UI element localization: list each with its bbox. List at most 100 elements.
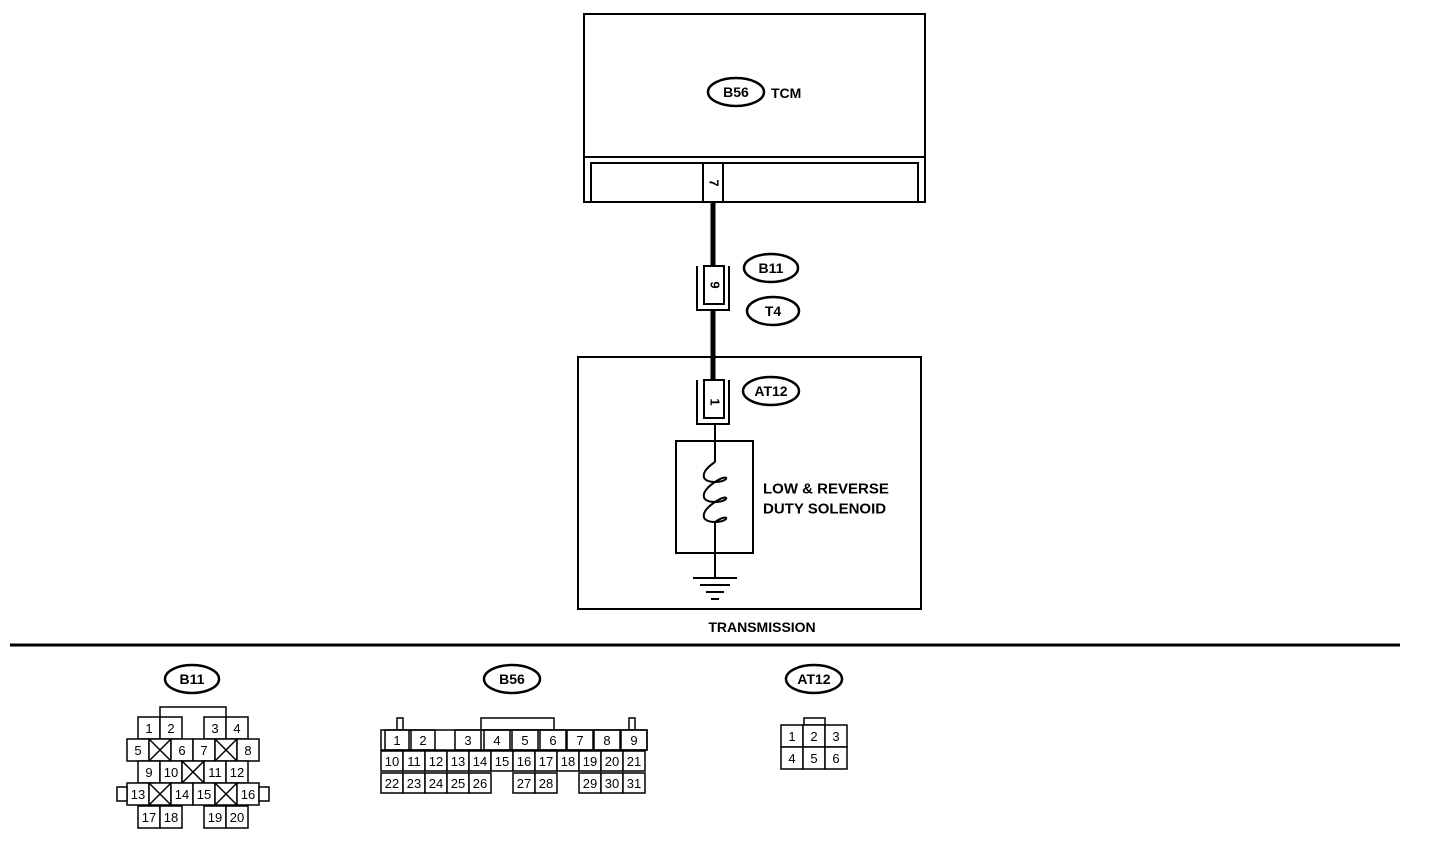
b56-pin-13-label: 13 <box>451 754 465 769</box>
b11-pin-18-box <box>159 805 183 829</box>
connector-view-b56-tag <box>482 663 542 695</box>
b56-pin-14-label: 14 <box>473 754 487 769</box>
transmission-label: TRANSMISSION <box>708 619 815 635</box>
at12-pin-2-label: 2 <box>810 729 817 744</box>
b56-pin-31-box <box>622 772 646 794</box>
b11-pin-11-label: 11 <box>208 765 222 780</box>
at12-tag-label: AT12 <box>754 383 787 399</box>
transmission-box <box>577 356 922 610</box>
b56-pin-6-label: 6 <box>549 733 556 748</box>
b11-pin-10-label: 10 <box>164 765 178 780</box>
b56-pin-27-label: 27 <box>517 776 531 791</box>
b56-pin-3-label: 3 <box>464 733 471 748</box>
b56-pin-2-label: 2 <box>419 733 426 748</box>
transmission-unit: TRANSMISSION 1 AT12 LOW & REVERSE DUTY S… <box>577 356 922 635</box>
b56-pin-11-label: 11 <box>407 754 421 769</box>
at12-pin-number: 1 <box>708 398 723 405</box>
b11-left-key <box>116 786 128 802</box>
connector-view-b11-tag <box>163 663 221 695</box>
b56-pin-26-label: 26 <box>473 776 487 791</box>
inline-pin-box <box>703 265 725 305</box>
b56-row1-frame <box>380 729 648 751</box>
tcm-pin-number: 7 <box>707 179 722 186</box>
b11-latch <box>159 706 227 717</box>
b56-pin-22-label: 22 <box>385 776 399 791</box>
b11-right-key <box>258 786 270 802</box>
b56-pin-21-label: 21 <box>627 754 641 769</box>
b11-pin-9-label: 9 <box>145 765 152 780</box>
b56-pin-9-label: 9 <box>630 733 637 748</box>
b56-pin-19-label: 19 <box>583 754 597 769</box>
tcm-connector-tag-label: B56 <box>723 84 749 100</box>
b56-pin-12-label: 12 <box>429 754 443 769</box>
inline-connector: 9 B11 T4 <box>696 252 801 327</box>
b56-pin-28-label: 28 <box>539 776 553 791</box>
b11-pin-1-label: 1 <box>145 721 152 736</box>
b11-pin-4-label: 4 <box>233 721 240 736</box>
ground-icon <box>693 577 737 600</box>
t4-tag-label: T4 <box>765 303 782 319</box>
t4-tag <box>745 295 801 327</box>
b11-pin-20-box <box>225 805 249 829</box>
at12-pin-1-label: 1 <box>788 729 795 744</box>
b56-right-key <box>628 717 636 731</box>
b56-pin-8-label: 8 <box>603 733 610 748</box>
solenoid-label-line1: LOW & REVERSE <box>763 481 889 498</box>
b56-pin-1-label: 1 <box>393 733 400 748</box>
b56-pin-24-label: 24 <box>429 776 443 791</box>
inline-pin-number: 9 <box>708 281 723 288</box>
b11-pin-15-label: 15 <box>197 787 211 802</box>
b56-pin-21-box <box>622 750 646 772</box>
solenoid-label-line2: DUTY SOLENOID <box>763 501 886 518</box>
b56-pin-10-label: 10 <box>385 754 399 769</box>
b11-pin-18-label: 18 <box>164 810 178 825</box>
b11-pin-6-label: 6 <box>178 743 185 758</box>
at12-latch <box>803 717 826 726</box>
at12-tag <box>741 375 801 407</box>
b56-pin-31-label: 31 <box>627 776 641 791</box>
b56-pin-7-label: 7 <box>576 733 583 748</box>
b11-tag <box>742 252 800 284</box>
at12-connector-housing <box>696 380 730 425</box>
b11-pin-5-label: 5 <box>134 743 141 758</box>
b56-pin-16-label: 16 <box>517 754 531 769</box>
at12-pin-4-label: 4 <box>788 751 795 766</box>
b56-pin-30-label: 30 <box>605 776 619 791</box>
b56-pin-15-label: 15 <box>495 754 509 769</box>
solenoid-coil <box>702 461 728 524</box>
b11-pin-12-label: 12 <box>230 765 244 780</box>
b56-pin-29-label: 29 <box>583 776 597 791</box>
b11-pin-16-label: 16 <box>241 787 255 802</box>
b11-pin-13-label: 13 <box>131 787 145 802</box>
connector-view-b56-tag-label: B56 <box>499 671 525 687</box>
inline-connector-housing <box>696 266 730 311</box>
tcm-box <box>583 13 926 203</box>
b11-tag-label: B11 <box>759 260 784 276</box>
b56-pin-17-label: 17 <box>539 754 553 769</box>
b56-pin-23-label: 23 <box>407 776 421 791</box>
b56-latch <box>480 717 555 731</box>
b56-pin-5-label: 5 <box>521 733 528 748</box>
connector-view-at12-tag-label: AT12 <box>797 671 830 687</box>
b56-pin-4-label: 4 <box>493 733 500 748</box>
b56-pin-18-label: 18 <box>561 754 575 769</box>
b11-pin-20-label: 20 <box>230 810 244 825</box>
tcm-connector-body <box>590 162 919 203</box>
b11-pin-3-label: 3 <box>211 721 218 736</box>
at12-pin-6-label: 6 <box>832 751 839 766</box>
at12-pin-box <box>703 379 725 419</box>
tcm-label: TCM <box>771 85 801 101</box>
connector-view-b11-tag-label: B11 <box>180 671 205 687</box>
b56-pin-20-label: 20 <box>605 754 619 769</box>
b11-pin-8-label: 8 <box>244 743 251 758</box>
b11-pin-19-label: 19 <box>208 810 222 825</box>
connector-view-at12-tag <box>784 663 844 695</box>
b56-pin-26-box <box>468 772 492 794</box>
b56-pin-25-label: 25 <box>451 776 465 791</box>
tcm-connector-tag <box>706 76 766 108</box>
at12-pin-6-box <box>824 746 848 770</box>
b11-pin-2-label: 2 <box>167 721 174 736</box>
